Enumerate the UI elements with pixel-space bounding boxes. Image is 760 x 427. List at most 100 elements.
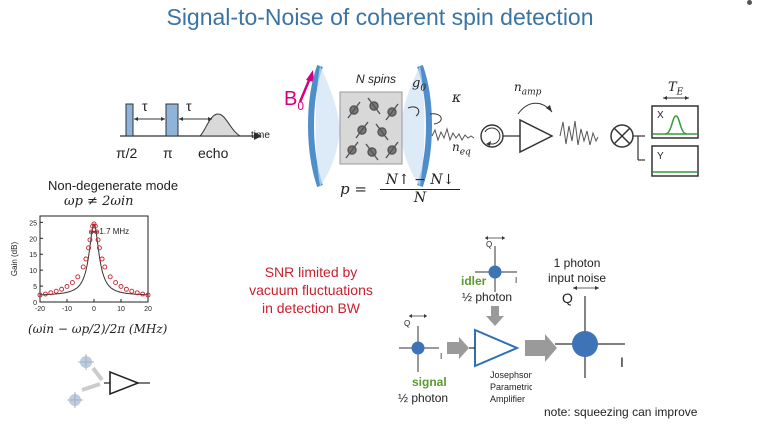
jpa-label-line2: Parametric <box>490 382 532 392</box>
data-point <box>118 283 124 289</box>
n-eq-label: neq <box>452 140 471 158</box>
snr-note-line1: SNR limited by <box>264 264 358 280</box>
n-amp-label: namp <box>514 80 542 98</box>
jpa-label-line1: Josephson <box>490 370 532 380</box>
y-axis-label: Gain (dB) <box>10 242 19 277</box>
y-tick-label: 25 <box>29 220 37 227</box>
data-point <box>37 292 43 298</box>
right-mirror <box>417 65 432 187</box>
page-title: Signal-to-Noise of coherent spin detecti… <box>166 4 594 30</box>
output-axis-i: I <box>620 354 624 370</box>
time-axis-label: time <box>251 130 270 141</box>
squeezing-note: note: squeezing can improve <box>544 405 698 419</box>
x-tick-label: 0 <box>92 306 96 313</box>
fraction-denominator: N <box>413 190 427 206</box>
data-point <box>92 223 98 229</box>
scope-y <box>651 145 699 177</box>
data-point <box>145 292 151 298</box>
jpa-amplifier <box>474 328 520 368</box>
jpa-diagram <box>399 236 625 378</box>
gain-plot-heading: Non-degenerate mode <box>48 178 179 193</box>
data-point <box>87 237 93 243</box>
noise-trace-2 <box>559 120 599 146</box>
y-tick-label: 0 <box>33 300 37 307</box>
snr-note-line2: vacuum fluctuations <box>249 282 373 298</box>
corner-dot <box>747 0 752 5</box>
idler-axis-i: I <box>515 276 518 285</box>
jpa-label-line3: Amplifier <box>490 394 526 404</box>
signal-state <box>411 341 425 355</box>
gain-plot-xlabel: (ωin − ωp/2)/2π (MHz) <box>28 322 168 336</box>
data-point <box>83 256 89 262</box>
channel-y-label: Y <box>657 151 664 162</box>
te-label: TE <box>668 80 684 98</box>
y-tick-label: 20 <box>29 236 37 243</box>
snr-note: SNR limited by vacuum fluctuations in de… <box>236 263 386 317</box>
channel-x-label: X <box>657 110 664 121</box>
tau-label-1: τ <box>142 98 148 114</box>
data-point <box>99 256 105 262</box>
y-tick-label: 10 <box>29 268 37 275</box>
data-point <box>59 286 65 292</box>
fraction-numerator: N↑ − N↓ <box>380 172 460 190</box>
tau-label-2: τ <box>186 98 192 114</box>
kappa-label: κ <box>452 90 462 106</box>
data-point <box>42 291 48 297</box>
pi-pulse <box>165 103 179 137</box>
output-noise-label: 1 photon input noise <box>548 256 606 286</box>
scope-x <box>651 105 699 139</box>
data-point <box>95 237 101 243</box>
signal-photon-label: ½ photon <box>398 391 449 405</box>
signal-axis-q: Q <box>404 319 411 328</box>
data-point <box>69 280 75 286</box>
output-axis-q: Q <box>562 290 573 306</box>
output-noise-line1: 1 photon <box>553 256 601 270</box>
signal-arrow <box>447 337 469 359</box>
data-point <box>140 291 146 297</box>
fit-curve <box>40 223 148 296</box>
polarization-formula: p = <box>340 180 367 198</box>
x-tick-label: 10 <box>117 306 125 313</box>
y-tick-label: 5 <box>33 284 37 291</box>
snr-note-line3: in detection BW <box>261 300 361 316</box>
data-point <box>80 264 86 270</box>
pulse-sequence-diagram <box>120 103 262 140</box>
signal-label: signal <box>412 375 447 389</box>
data-point <box>64 283 70 289</box>
data-point <box>134 290 140 296</box>
pi-half-label: π/2 <box>116 145 138 161</box>
pi-label: π <box>163 145 173 161</box>
n-spins-label: N spins <box>356 72 397 86</box>
echo-label: echo <box>198 145 229 161</box>
idler-arrow <box>486 306 504 326</box>
idler-label: idler <box>461 274 487 288</box>
data-point <box>129 288 135 294</box>
bandwidth-label: 1.7 MHz <box>99 227 129 236</box>
data-point <box>75 274 81 280</box>
signal-axis-i: I <box>440 352 443 361</box>
gain-plot-condition: ωp ≠ 2ωin <box>64 194 134 209</box>
x-tick-label: 20 <box>144 306 152 313</box>
data-point <box>123 286 129 292</box>
pi-half-pulse <box>125 103 134 137</box>
y-tick-label: 15 <box>29 252 37 259</box>
output-state <box>572 331 598 357</box>
idler-photon-label: ½ photon <box>462 290 513 304</box>
data-point <box>96 245 102 251</box>
hemt-amplifier <box>519 118 554 154</box>
g0-label: g0 <box>412 76 427 94</box>
noise-trace-1 <box>431 127 475 142</box>
data-point <box>53 288 59 294</box>
detection-chain-diagram <box>298 65 699 187</box>
x-tick-label: -20 <box>35 306 45 313</box>
b0-arrow <box>298 77 312 103</box>
idler-axis-q: Q <box>486 240 493 249</box>
idler-state <box>488 265 502 279</box>
b0-label: B0 <box>284 88 305 113</box>
data-point <box>48 290 54 296</box>
x-tick-label: -10 <box>62 306 72 313</box>
echo-signal <box>198 113 242 137</box>
data-point <box>107 274 113 280</box>
output-noise-line2: input noise <box>548 271 607 285</box>
